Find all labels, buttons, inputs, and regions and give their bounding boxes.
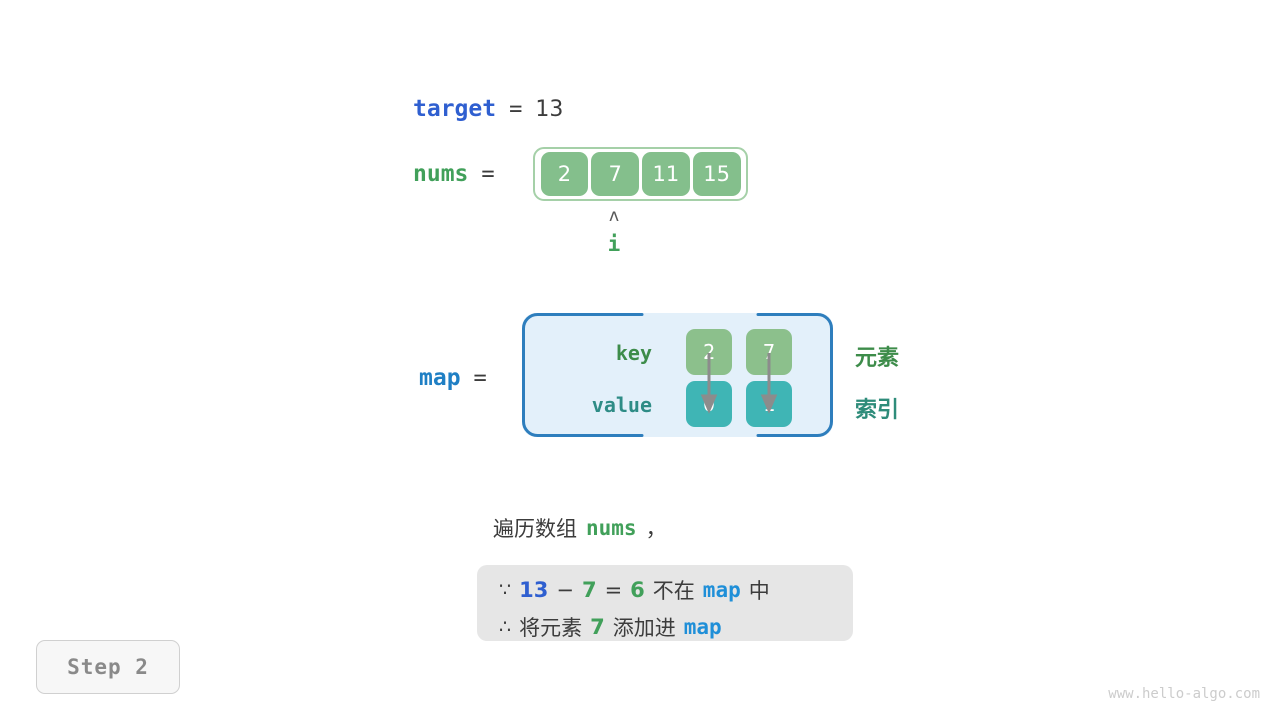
map-key-cell: 7 xyxy=(746,329,792,375)
explanation-box: ∵ 13 − 7 = 6 不在 map 中 ∴ 将元素 7 添加进 map xyxy=(477,565,853,641)
map-border-outline xyxy=(522,313,833,437)
array-cell: 2 xyxy=(540,152,589,196)
caption-prefix: 遍历数组 xyxy=(493,517,577,541)
annotation-index: 索引 xyxy=(855,398,900,423)
map-equals: = xyxy=(473,365,487,391)
because-symbol: ∵ xyxy=(499,578,512,601)
map-row: map = xyxy=(419,362,500,394)
index-variable-label: i xyxy=(607,232,621,256)
explain-text-2: 中 xyxy=(748,578,770,603)
explanation-line-1: ∵ 13 − 7 = 6 不在 map 中 xyxy=(477,571,853,608)
array-cell: 7 xyxy=(591,152,639,196)
map-value-cell: 1 xyxy=(746,381,792,427)
explanation-line-2: ∴ 将元素 7 添加进 map xyxy=(477,608,853,645)
map-rows: key value 2 7 0 1 xyxy=(522,313,833,437)
map-key-cell: 2 xyxy=(686,329,732,375)
explain-map-code: map xyxy=(683,614,722,639)
nums-label: nums xyxy=(413,161,469,187)
target-label: target xyxy=(413,96,497,122)
target-value: 13 xyxy=(535,96,564,122)
explain-text-3: 将元素 xyxy=(519,615,583,640)
minus-operator: − xyxy=(556,577,574,602)
explain-target: 13 xyxy=(519,577,549,602)
step-badge: Step 2 xyxy=(36,640,180,694)
array-cell: 11 xyxy=(642,152,690,196)
explain-added: 7 xyxy=(590,614,605,639)
equals-operator: = xyxy=(604,577,623,602)
explain-current: 7 xyxy=(581,577,597,602)
nums-array-container: 2 7 11 15 xyxy=(533,147,748,201)
nums-row: nums = xyxy=(413,159,508,189)
explain-result: 6 xyxy=(630,577,645,602)
map-value-cell: 0 xyxy=(686,381,732,427)
caption-suffix: ， xyxy=(645,517,667,541)
annotation-element: 元素 xyxy=(855,346,900,371)
therefore-symbol: ∴ xyxy=(499,615,512,638)
target-equals: = xyxy=(509,96,523,122)
map-value-row-label: value xyxy=(591,393,652,417)
caption-code: nums xyxy=(586,516,637,540)
explain-map-code: map xyxy=(702,577,741,602)
explain-text-1: 不在 xyxy=(652,578,695,603)
map-label: map xyxy=(419,365,461,391)
index-pointer: ʌ i xyxy=(575,208,653,255)
watermark: www.hello-algo.com xyxy=(1108,686,1260,702)
explain-text-4: 添加进 xyxy=(612,615,676,640)
caption-line: 遍历数组 nums ， xyxy=(493,513,667,543)
array-cell: 15 xyxy=(692,152,741,196)
map-key-row-label: key xyxy=(615,341,652,365)
nums-equals: = xyxy=(481,161,495,187)
map-container: key value 2 7 0 1 xyxy=(522,313,833,437)
target-row: target = 13 xyxy=(413,92,563,126)
caret-up-icon: ʌ xyxy=(608,206,620,226)
